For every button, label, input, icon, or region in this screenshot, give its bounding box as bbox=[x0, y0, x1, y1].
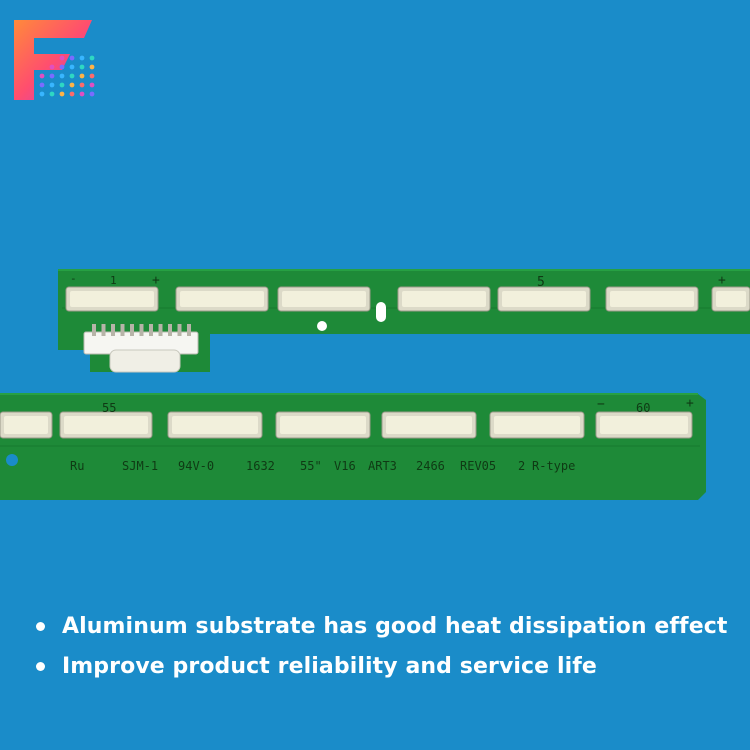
feature-item: Aluminum substrate has good heat dissipa… bbox=[36, 606, 728, 646]
upper-minus-mark: - bbox=[70, 272, 77, 285]
bullet-dot-icon bbox=[36, 661, 45, 671]
led-chip bbox=[277, 286, 371, 312]
part-code: SJM-1 bbox=[122, 459, 158, 473]
upper-pin1-mark: 1 bbox=[110, 274, 117, 287]
logo-dot bbox=[39, 82, 45, 88]
led-chip bbox=[497, 286, 591, 312]
lower-led-strip: 55 − 60 + Ru SJM-1 94V-0 1632 55" V16 AR… bbox=[0, 380, 750, 510]
art-code: ART3 bbox=[368, 459, 397, 473]
led-chip bbox=[59, 411, 153, 439]
led-chip bbox=[605, 286, 699, 312]
lower-led-index-60: 60 bbox=[636, 401, 650, 415]
led-chip bbox=[0, 411, 53, 439]
led-chip bbox=[595, 411, 693, 439]
logo-dot bbox=[39, 73, 45, 79]
f-letter-dots-logo-icon bbox=[14, 20, 95, 100]
logo-dot bbox=[59, 55, 65, 61]
upper-mount-hole bbox=[317, 321, 327, 331]
logo-dot bbox=[69, 55, 75, 61]
bullet-dot-icon bbox=[36, 621, 45, 631]
date-code: 1632 bbox=[246, 459, 275, 473]
upper-slot bbox=[376, 302, 386, 322]
lower-plus-mark: + bbox=[686, 396, 694, 411]
logo-dot bbox=[89, 82, 95, 88]
led-chip bbox=[65, 286, 159, 312]
led-chip bbox=[489, 411, 585, 439]
logo-dot bbox=[39, 91, 45, 97]
led-chip bbox=[167, 411, 263, 439]
brand-logo bbox=[12, 18, 100, 104]
feature-text: Aluminum substrate has good heat dissipa… bbox=[62, 613, 728, 639]
logo-dot bbox=[69, 64, 75, 70]
feature-list: Aluminum substrate has good heat dissipa… bbox=[36, 606, 728, 686]
logo-dot bbox=[49, 73, 55, 79]
upper-connector bbox=[83, 324, 199, 373]
logo-dot bbox=[69, 91, 75, 97]
logo-dot bbox=[79, 55, 85, 61]
flame-rating: 94V-0 bbox=[178, 459, 214, 473]
model-code: V16 bbox=[334, 459, 356, 473]
feature-text: Improve product reliability and service … bbox=[62, 653, 597, 679]
logo-dot bbox=[59, 91, 65, 97]
logo-dot bbox=[79, 82, 85, 88]
variant-code: 2 bbox=[518, 459, 525, 473]
logo-dot bbox=[59, 82, 65, 88]
board-code: 2466 bbox=[416, 459, 445, 473]
logo-dot bbox=[79, 91, 85, 97]
lower-minus-mark: − bbox=[597, 397, 605, 412]
logo-dot bbox=[59, 73, 65, 79]
logo-dot bbox=[49, 64, 55, 70]
upper-plus-mark: + bbox=[152, 273, 160, 288]
logo-dot bbox=[49, 91, 55, 97]
lower-mount-hole bbox=[6, 454, 18, 466]
logo-dot bbox=[89, 91, 95, 97]
feature-item: Improve product reliability and service … bbox=[36, 646, 728, 686]
logo-dot bbox=[69, 73, 75, 79]
led-chip bbox=[711, 286, 750, 312]
logo-dot bbox=[89, 55, 95, 61]
logo-dot bbox=[89, 64, 95, 70]
logo-dot bbox=[69, 82, 75, 88]
lower-led-index-55: 55 bbox=[102, 401, 116, 415]
logo-dot bbox=[89, 73, 95, 79]
upper-led-index-5: 5 bbox=[537, 275, 545, 290]
revision-code: REV05 bbox=[460, 459, 496, 473]
led-chip bbox=[275, 411, 371, 439]
logo-dot bbox=[79, 64, 85, 70]
type-code: R-type bbox=[532, 459, 575, 473]
led-chip bbox=[175, 286, 269, 312]
logo-dot bbox=[49, 82, 55, 88]
silkscreen-text: Ru SJM-1 94V-0 1632 55" V16 ART3 2466 RE… bbox=[70, 459, 575, 473]
upper-end-plus-mark: + bbox=[718, 273, 726, 288]
led-chip bbox=[397, 286, 491, 312]
logo-dot bbox=[59, 64, 65, 70]
upper-led-strip: - 1 + 5 + bbox=[0, 262, 750, 382]
logo-dot bbox=[79, 73, 85, 79]
panel-size: 55" bbox=[300, 459, 322, 473]
ul-mark: Ru bbox=[70, 459, 84, 473]
led-chip bbox=[381, 411, 477, 439]
